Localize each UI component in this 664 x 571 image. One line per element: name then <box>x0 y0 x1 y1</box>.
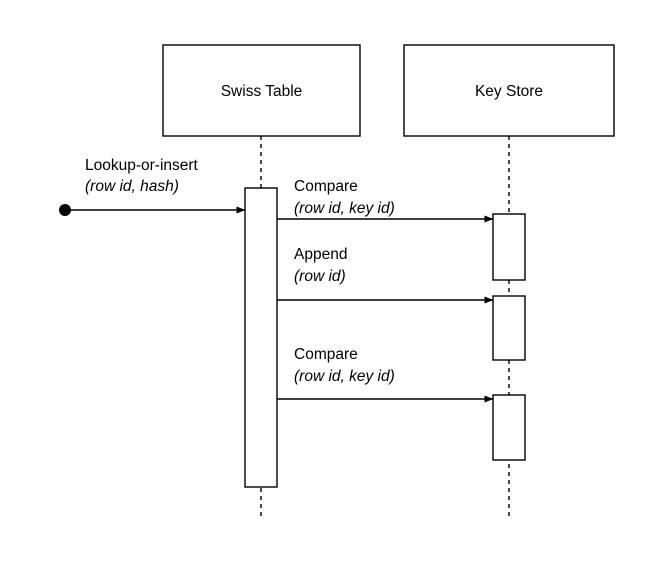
found-message-start-dot <box>59 204 71 216</box>
message-lookup-or-insert[interactable]: Lookup-or-insert (row id, hash) <box>59 157 246 216</box>
activation-bar-key-store-2[interactable] <box>492 295 526 361</box>
participant-swiss-table[interactable]: Swiss Table <box>162 44 361 518</box>
message-append[interactable]: Append (row id) <box>277 246 494 304</box>
message-args-append: (row id) <box>294 268 346 285</box>
message-args-compare-2: (row id, key id) <box>294 368 395 385</box>
participant-box-key-store[interactable] <box>403 44 615 137</box>
message-label-append: Append <box>294 246 347 263</box>
activation-bar-key-store-1[interactable] <box>492 213 526 281</box>
participant-label-swiss-table: Swiss Table <box>221 83 303 100</box>
activation-bar-swiss-table[interactable] <box>244 187 278 488</box>
message-args-compare-1: (row id, key id) <box>294 200 395 217</box>
message-label-lookup-or-insert: Lookup-or-insert <box>85 157 199 174</box>
message-compare-2[interactable]: Compare (row id, key id) <box>277 346 494 403</box>
message-args-lookup-or-insert: (row id, hash) <box>85 178 179 195</box>
activation-bar-key-store-3[interactable] <box>492 394 526 461</box>
participant-box-swiss-table[interactable] <box>162 44 361 137</box>
message-compare-1[interactable]: Compare (row id, key id) <box>277 178 494 223</box>
participant-label-key-store: Key Store <box>475 83 543 100</box>
message-label-compare-2: Compare <box>294 346 358 363</box>
message-label-compare-1: Compare <box>294 178 358 195</box>
participant-key-store[interactable]: Key Store <box>403 44 615 518</box>
